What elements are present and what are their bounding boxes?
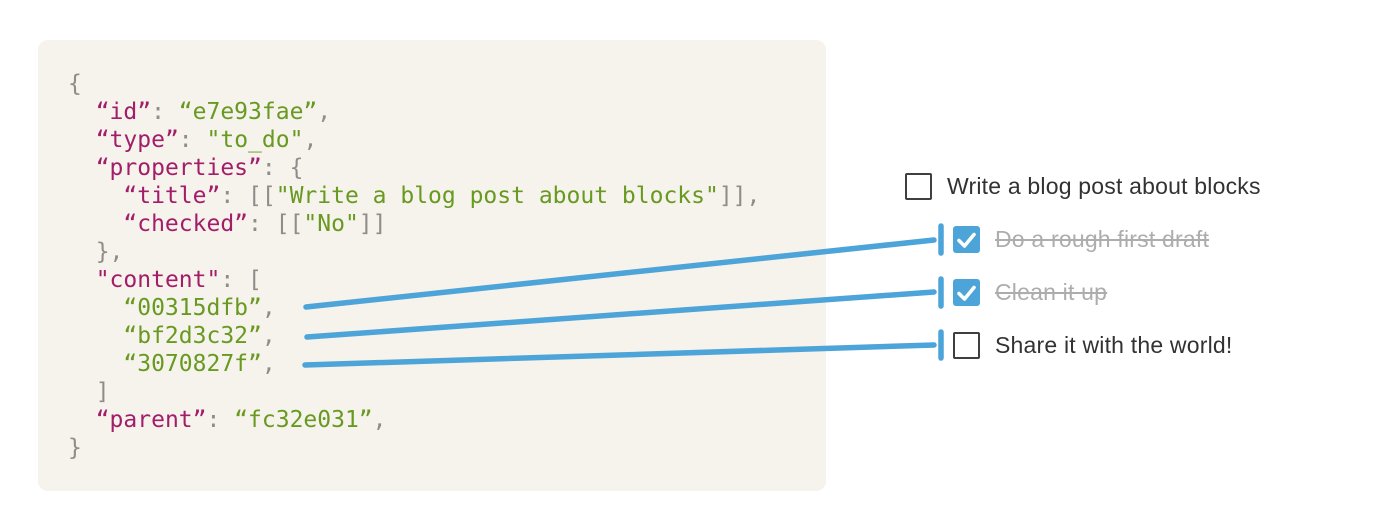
todo-item: Share it with the world! <box>953 331 1232 359</box>
todo-label: Write a blog post about blocks <box>947 172 1261 199</box>
todo-label: Share it with the world! <box>995 331 1233 358</box>
todo-item: Clean it up <box>953 278 1107 306</box>
check-icon <box>957 285 976 301</box>
todo-checkbox[interactable] <box>953 225 980 253</box>
json-code: { “id”: “e7e93fae”, “type”: "to_do", “pr… <box>68 71 761 461</box>
todo-label: Do a rough first draft <box>995 225 1210 252</box>
todo-label: Clean it up <box>995 278 1108 305</box>
todo-item: Write a blog post about blocks <box>905 172 1261 200</box>
todo-item: Do a rough first draft <box>953 225 1209 253</box>
todo-checkbox[interactable] <box>953 331 980 359</box>
code-panel: { “id”: “e7e93fae”, “type”: "to_do", “pr… <box>38 40 826 491</box>
todo-checkbox[interactable] <box>905 172 932 200</box>
todo-checkbox[interactable] <box>953 278 980 306</box>
check-icon <box>957 232 976 248</box>
